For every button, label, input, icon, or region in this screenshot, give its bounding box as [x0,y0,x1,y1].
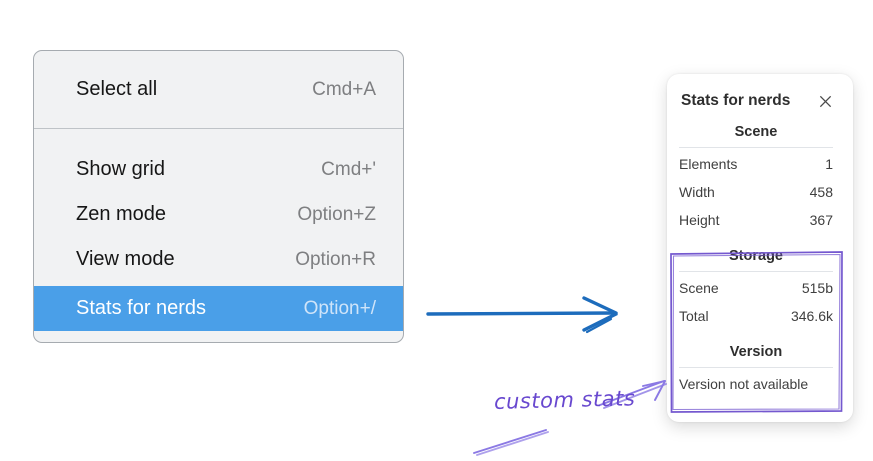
menu-item-view-mode[interactable]: View mode Option+R [34,237,403,282]
annotation-label: custom stats [493,386,636,414]
close-icon[interactable] [818,94,833,109]
menu-item-label: Select all [76,78,158,100]
stats-panel-header: Stats for nerds [681,92,833,110]
stat-label: Width [679,184,715,200]
stat-value: 1 [825,156,833,172]
menu-section-bottom: Show grid Cmd+' Zen mode Option+Z View m… [34,129,403,331]
stats-panel: Stats for nerds Scene Elements 1 Width 4… [667,74,853,422]
context-menu: Select all Cmd+A Show grid Cmd+' Zen mod… [33,50,404,343]
menu-item-label: Stats for nerds [76,297,207,319]
stat-row: Height 367 [679,206,833,234]
stats-section-version: Version Version not available [679,344,833,398]
panel-title: Stats for nerds [681,92,791,109]
stat-row: Width 458 [679,178,833,206]
section-header: Scene [734,124,778,140]
stats-section-storage: Storage Scene 515b Total 346.6k [679,248,833,330]
menu-item-label: View mode [76,248,175,270]
stat-label: Scene [679,280,719,296]
stats-section-scene: Scene Elements 1 Width 458 Height 367 [679,124,833,234]
stat-value: 367 [809,212,833,228]
menu-item-shortcut: Cmd+A [312,78,376,100]
section-divider [679,147,833,148]
stat-row: Elements 1 [679,150,833,178]
menu-divider [34,128,403,129]
stat-value: 458 [809,184,833,200]
menu-item-label: Show grid [76,158,165,180]
menu-item-shortcut: Option+R [295,248,376,270]
section-header: Version [729,344,783,360]
stat-label: Height [679,212,720,228]
section-divider [679,271,833,272]
purple-tail-stroke [473,429,549,456]
menu-item-label: Zen mode [76,203,167,225]
menu-item-select-all[interactable]: Select all Cmd+A [34,67,403,112]
menu-item-show-grid[interactable]: Show grid Cmd+' [34,147,403,192]
menu-item-stats-for-nerds[interactable]: Stats for nerds Option+/ [34,286,403,331]
stat-row: Total 346.6k [679,302,833,330]
menu-item-shortcut: Option+Z [297,203,376,225]
section-divider [679,367,833,368]
blue-arrow [426,296,618,334]
stat-value: 515b [801,280,833,296]
menu-item-shortcut: Option+/ [303,297,376,319]
stat-label: Elements [679,156,738,172]
stat-label: Total [679,308,709,324]
menu-section-top: Select all Cmd+A [34,51,403,112]
section-header: Storage [729,248,783,264]
stat-value: 346.6k [790,308,833,324]
version-note: Version not available [679,376,809,392]
menu-item-shortcut: Cmd+' [321,158,376,180]
menu-item-zen-mode[interactable]: Zen mode Option+Z [34,192,403,237]
stat-row: Scene 515b [679,274,833,302]
